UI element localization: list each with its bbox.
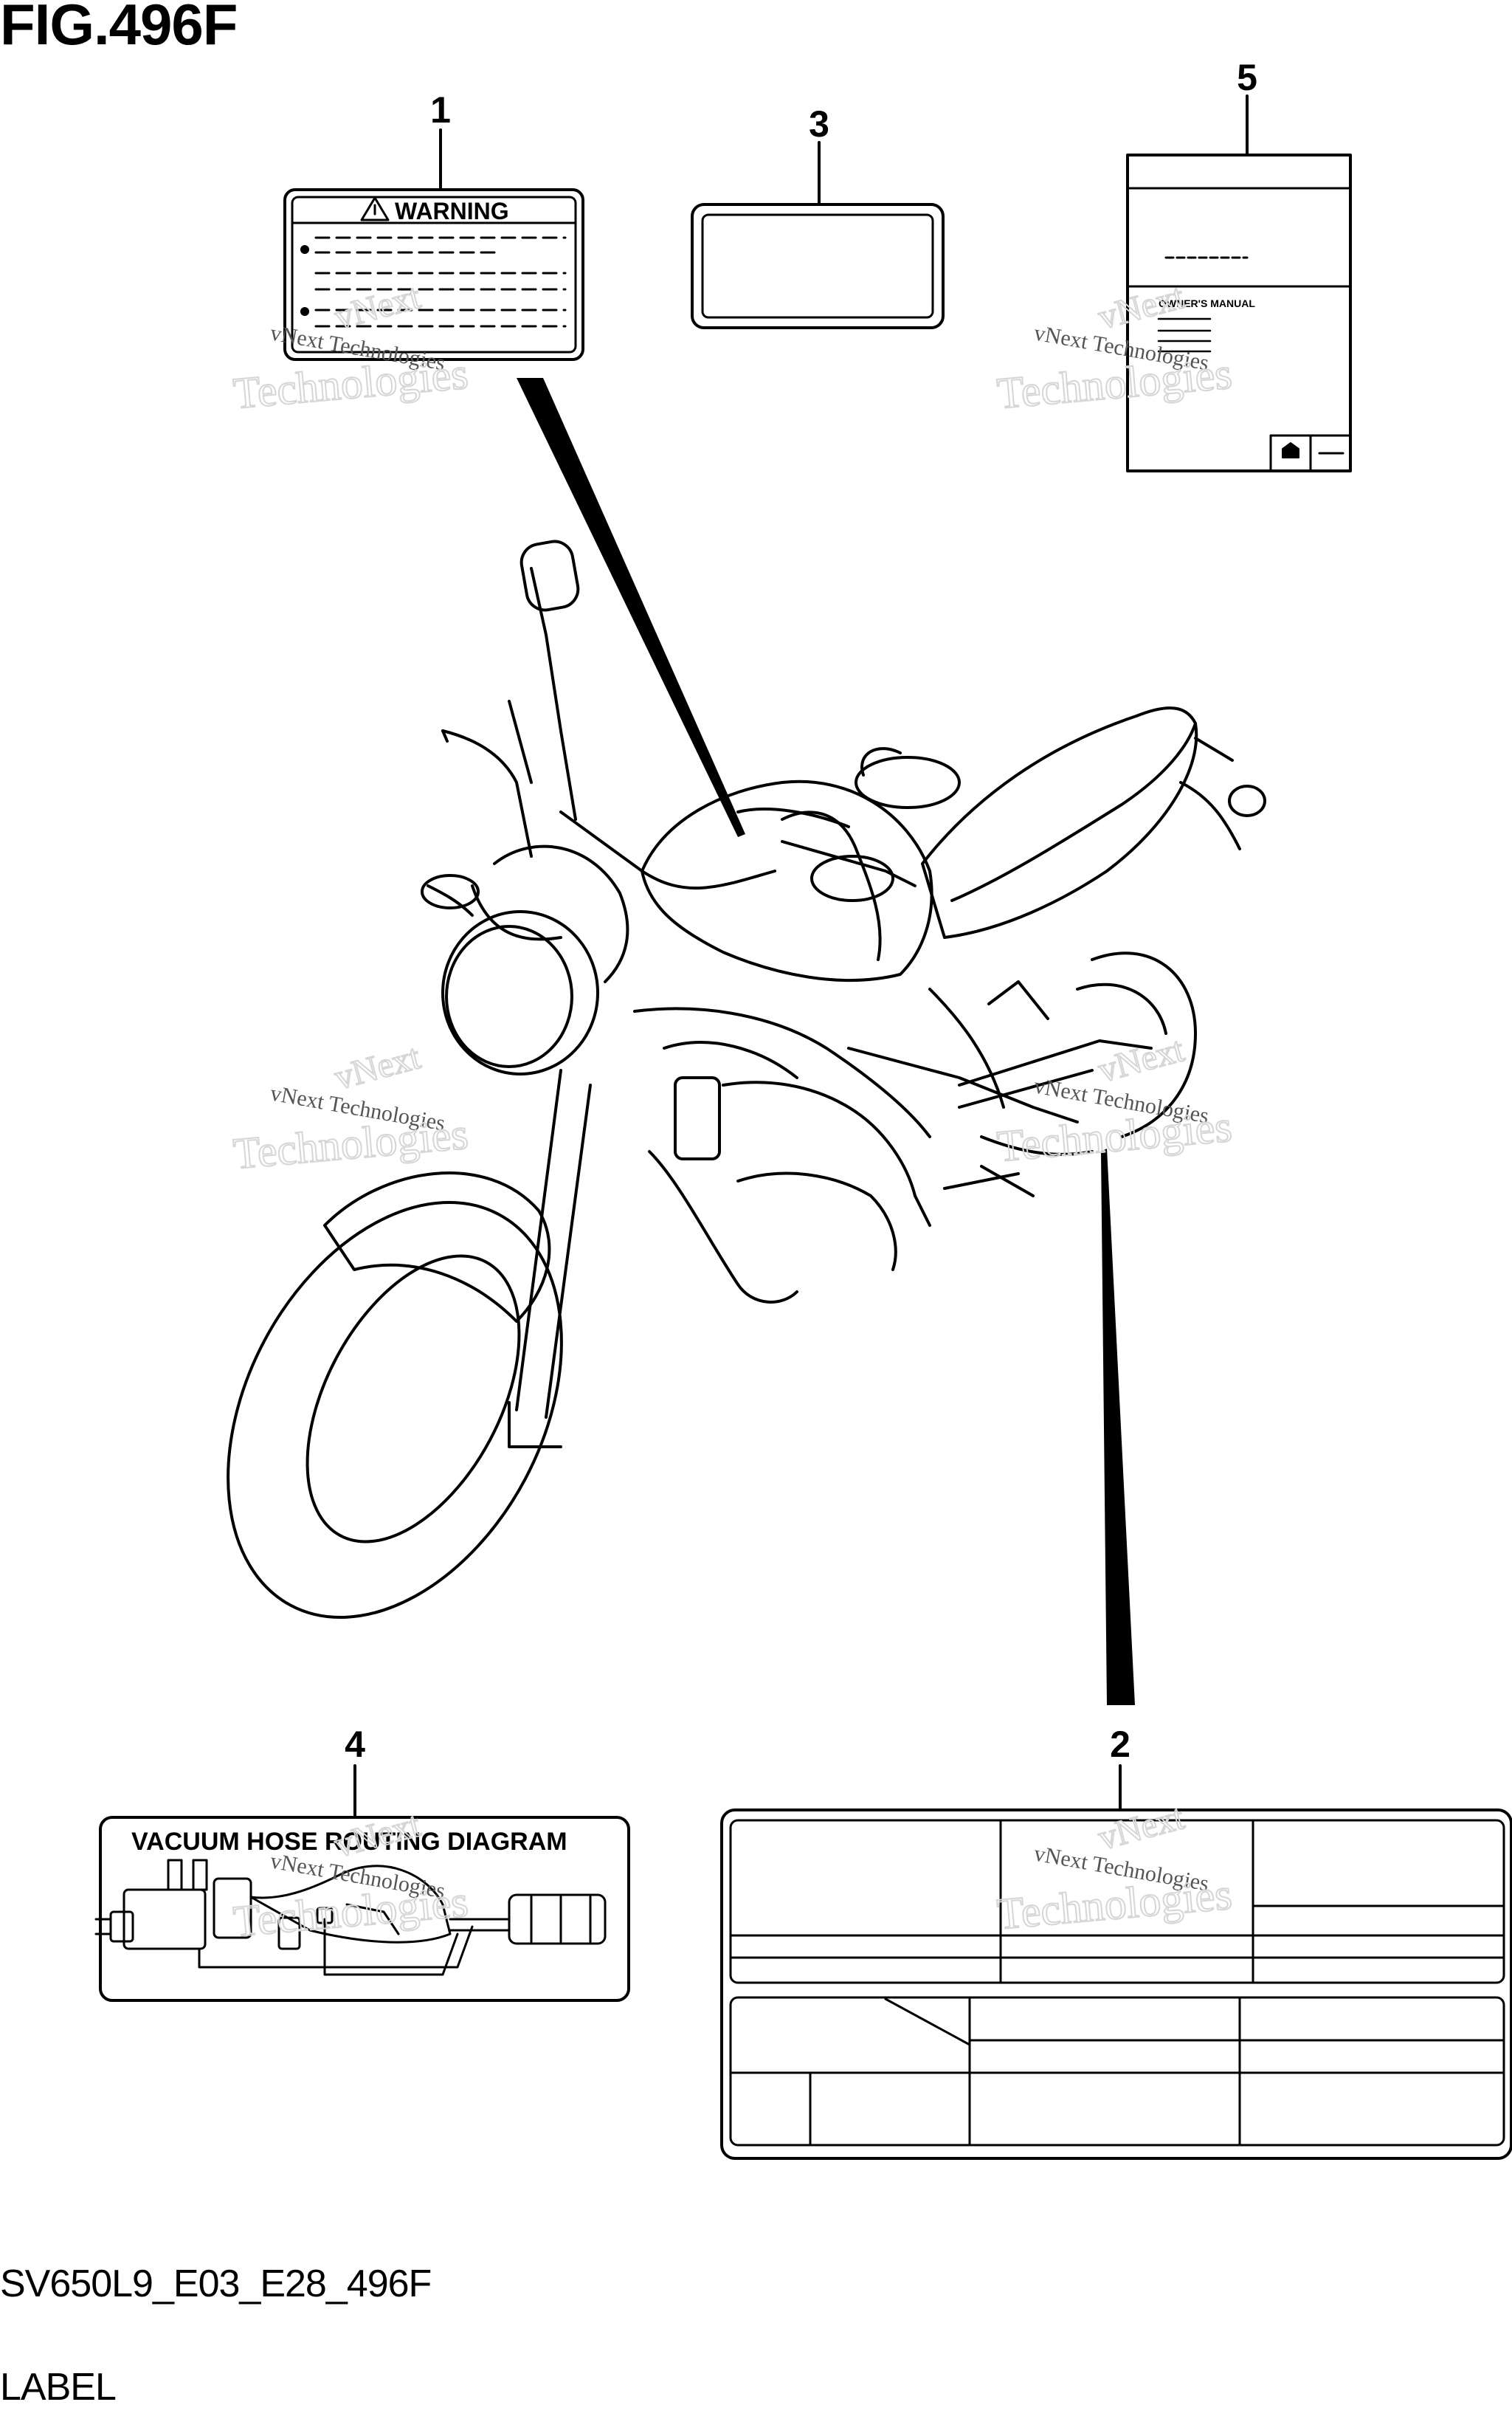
pointer-label-1 — [517, 378, 745, 837]
owners-manual-label: OWNER'S MANUAL — [1126, 154, 1352, 472]
svg-text:Technologies: Technologies — [995, 349, 1234, 419]
watermark-group: vNext Technologies vNext Technologies vN… — [230, 276, 1235, 1947]
specification-table-label — [720, 1808, 1512, 2160]
callout-1: 1 — [430, 89, 451, 131]
svg-text:vNext: vNext — [331, 277, 425, 337]
owners-manual-heading: OWNER'S MANUAL — [1159, 297, 1255, 309]
svg-text:Technologies: Technologies — [231, 1109, 470, 1179]
svg-text:Technologies: Technologies — [231, 1877, 470, 1947]
svg-text:vNext: vNext — [1094, 1797, 1189, 1858]
svg-text:vNext: vNext — [1094, 1030, 1189, 1090]
warning-heading: WARNING — [395, 198, 509, 224]
watermark: vNext Technologies vNext Technologies — [230, 1036, 471, 1179]
vacuum-hose-heading: VACUUM HOSE ROUTING DIAGRAM — [131, 1828, 567, 1856]
svg-text:vNext: vNext — [331, 1037, 425, 1098]
blank-label — [691, 203, 945, 329]
svg-text:vNext: vNext — [331, 1805, 425, 1865]
svg-text:Technologies: Technologies — [995, 1102, 1234, 1171]
svg-text:Technologies: Technologies — [995, 1870, 1234, 1939]
callout-2: 2 — [1110, 1724, 1130, 1765]
diagram-code: SV650L9_E03_E28_496F — [0, 2262, 432, 2305]
callout-3: 3 — [809, 103, 829, 145]
watermark: vNext Technologies vNext Technologies — [994, 276, 1235, 419]
hose-routing-sketch-icon — [94, 1859, 607, 1976]
manual-book-icon — [1282, 442, 1299, 458]
svg-text:Technologies: Technologies — [231, 349, 470, 419]
pointer-label-2 — [1101, 1149, 1135, 1705]
diagram-name: LABEL — [0, 2366, 117, 2409]
motorcycle-drawing — [227, 540, 1266, 1620]
vacuum-hose-label: VACUUM HOSE ROUTING DIAGRAM — [94, 1816, 630, 2002]
figure-title: FIG.496F — [0, 0, 238, 57]
warning-label: WARNING — [283, 188, 584, 361]
callout-4: 4 — [345, 1724, 365, 1765]
callout-leaders — [353, 94, 1249, 1819]
watermark: vNext Technologies vNext Technologies — [230, 276, 471, 419]
callout-5: 5 — [1237, 57, 1257, 98]
warning-triangle-icon — [360, 196, 390, 221]
